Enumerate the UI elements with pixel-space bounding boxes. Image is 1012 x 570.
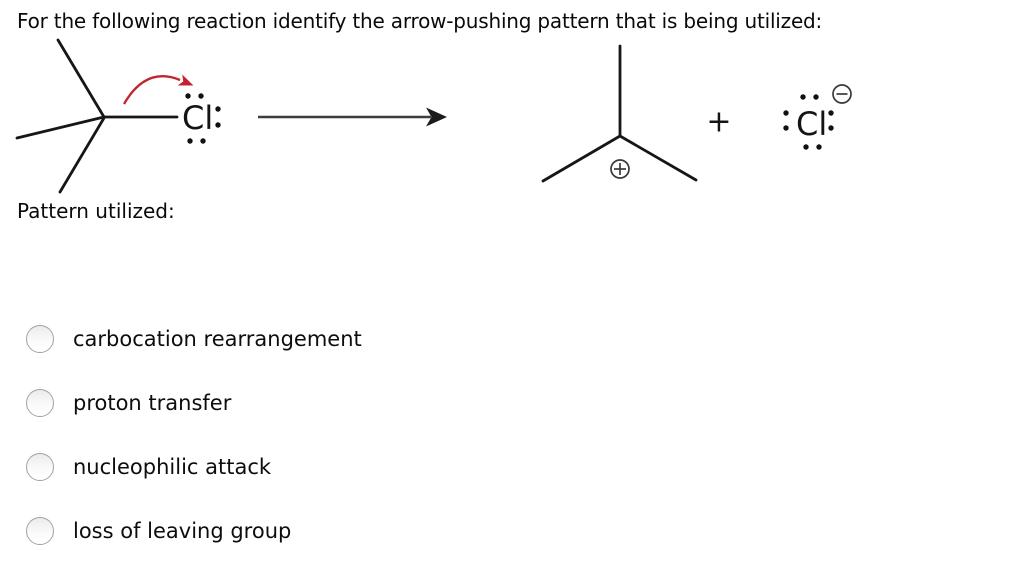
- option-row-nucleophilic-attack[interactable]: nucleophilic attack: [26, 453, 362, 481]
- curved-red-arrow-icon: [123, 74, 194, 105]
- options-list: carbocation rearrangement proton transfe…: [26, 325, 362, 570]
- bond: [618, 134, 698, 182]
- lone-pair-dot: [828, 110, 834, 116]
- option-label: nucleophilic attack: [73, 455, 272, 479]
- lone-pair-dot: [215, 122, 221, 128]
- lone-pair-dot: [783, 125, 789, 131]
- radio-proton-transfer[interactable]: [26, 389, 54, 417]
- radio-carbocation-rearrangement[interactable]: [26, 325, 54, 353]
- option-row-proton-transfer[interactable]: proton transfer: [26, 389, 362, 417]
- reaction-figure: Cl + Cl: [15, 38, 852, 194]
- lone-pair-dot: [783, 110, 789, 116]
- option-label: loss of leaving group: [73, 519, 292, 543]
- lone-pair-dot: [200, 138, 206, 144]
- option-label: proton transfer: [73, 391, 232, 415]
- bond: [56, 38, 106, 119]
- lone-pair-dot: [816, 144, 822, 150]
- anion-lone-pairs: [783, 94, 834, 150]
- reaction-arrow-icon: [258, 107, 447, 127]
- option-label: carbocation rearrangement: [73, 327, 362, 351]
- bond: [15, 115, 106, 140]
- bond: [541, 134, 622, 183]
- reactant-structure: [15, 38, 179, 194]
- pattern-utilized-label: Pattern utilized:: [17, 199, 175, 223]
- option-row-loss-of-leaving-group[interactable]: loss of leaving group: [26, 517, 362, 545]
- reaction-arrow-head: [426, 107, 447, 127]
- reactant-lone-pairs: [185, 93, 221, 144]
- lone-pair-dot: [198, 93, 204, 99]
- product-structure: [541, 44, 698, 183]
- lone-pair-dot: [215, 106, 221, 112]
- anion-cl-label: Cl: [796, 105, 827, 143]
- plus-sign: +: [706, 105, 731, 140]
- reactant-cl-label: Cl: [182, 99, 213, 137]
- lone-pair-dot: [187, 138, 193, 144]
- radio-loss-of-leaving-group[interactable]: [26, 517, 54, 545]
- lone-pair-dot: [813, 94, 819, 100]
- bond: [58, 116, 106, 194]
- lone-pair-dot: [800, 94, 806, 100]
- radio-nucleophilic-attack[interactable]: [26, 453, 54, 481]
- plus-charge-icon: [610, 159, 630, 179]
- lone-pair-dot: [185, 93, 191, 99]
- question-title: For the following reaction identify the …: [17, 9, 823, 33]
- minus-charge-icon: [832, 84, 852, 104]
- option-row-carbocation-rearrangement[interactable]: carbocation rearrangement: [26, 325, 362, 353]
- lone-pair-dot: [828, 125, 834, 131]
- lone-pair-dot: [803, 144, 809, 150]
